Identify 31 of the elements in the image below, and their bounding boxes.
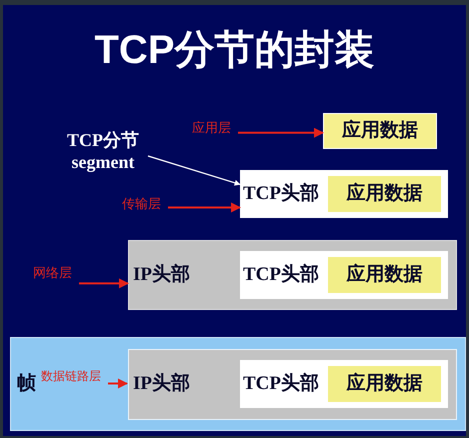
data-box: [323, 113, 437, 149]
tcp-header-box: [240, 170, 448, 218]
header-text: TCP头部: [243, 182, 319, 206]
segment-label: TCP分节 segment: [58, 126, 148, 176]
arrow: [79, 278, 129, 288]
data-box: [328, 366, 441, 402]
tcp-header-box: [240, 251, 448, 299]
header-text: TCP头部: [243, 372, 319, 396]
layer-label: 数据链路层: [41, 368, 109, 384]
title: TCP分节的封装: [94, 30, 376, 70]
header-text: TCP头部: [243, 262, 319, 287]
layer-label: 网络层: [33, 263, 79, 281]
arrow: [108, 378, 128, 388]
data-box: [328, 257, 441, 293]
header-text: IP头部: [133, 372, 190, 396]
arrow: [148, 155, 241, 186]
box-text: 应用数据: [342, 118, 418, 143]
ip-header-box: [128, 240, 457, 310]
ip-header-box: [128, 349, 457, 420]
data-box: [328, 176, 441, 212]
frame-text: 帧: [17, 372, 36, 396]
layer-label: 传输层: [122, 194, 168, 212]
box-text: 应用数据: [346, 182, 422, 206]
frame-box: [10, 337, 466, 431]
box-text: 应用数据: [346, 262, 422, 287]
arrow: [168, 202, 241, 212]
header-text: IP头部: [133, 262, 190, 287]
arrow: [238, 128, 324, 138]
layer-label: 应用层: [192, 118, 238, 136]
box-text: 应用数据: [346, 372, 422, 396]
tcp-header-box: [240, 360, 448, 408]
